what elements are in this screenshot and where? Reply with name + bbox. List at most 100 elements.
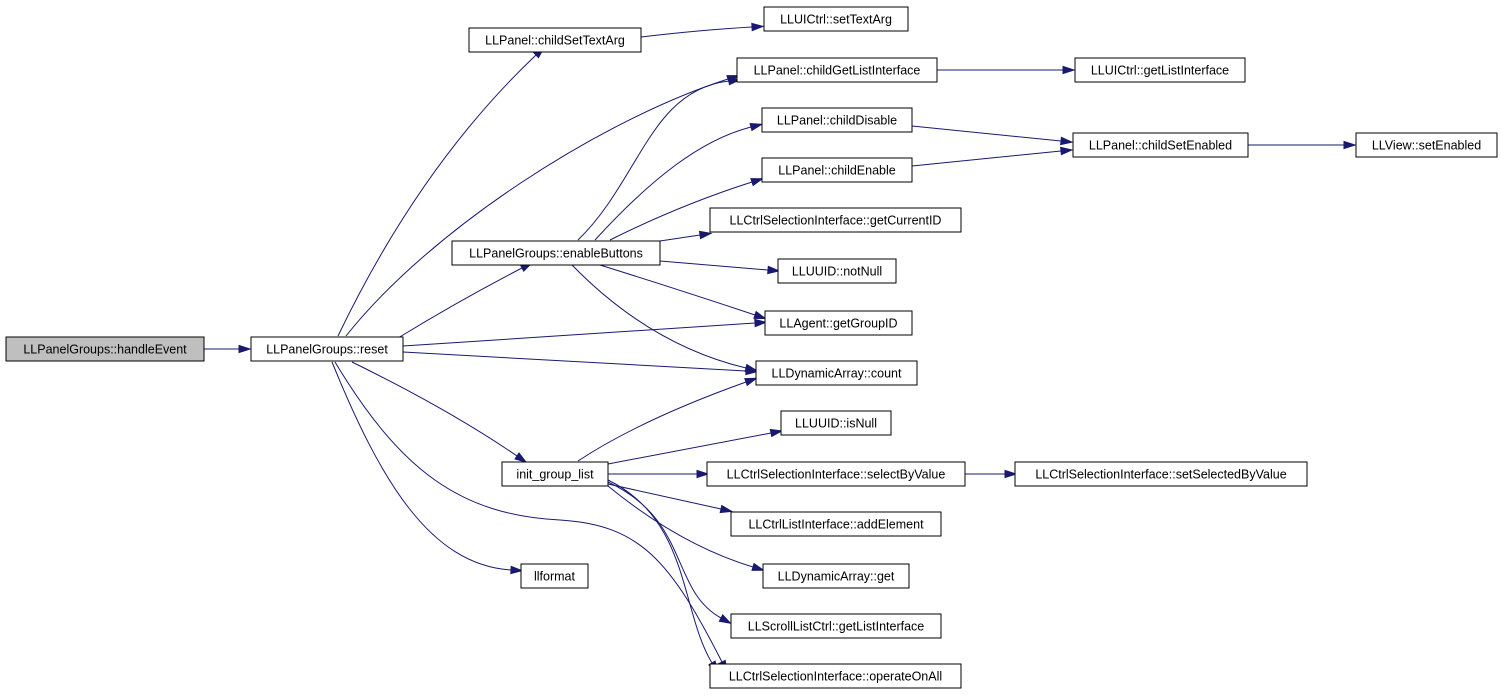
arrow-head-icon [751,562,766,571]
nodes-layer: LLPanelGroups::handleEvent LLPanelGroups:… [5,6,1498,689]
edge-line [609,181,753,241]
node-box[interactable] [250,336,404,362]
edge-line [331,361,512,571]
node-childGetListInterface[interactable]: LLPanel::childGetListInterface [736,57,938,83]
arrow-head-icon [514,452,528,464]
arrow-head-icon [1060,146,1074,156]
node-label: LLScrollListCtrl::getListInterface [748,620,925,634]
node-box[interactable] [780,410,892,436]
node-getGroupID[interactable]: LLAgent::getGroupID [764,310,913,336]
node-label: LLPanel::childGetListInterface [754,64,921,78]
edge-childGetListInterface-to-getListInterfaceUI [937,65,1076,75]
arrow-head-icon [1004,469,1018,479]
node-initGroupList[interactable]: init_group_list [501,461,609,487]
node-box[interactable] [501,461,609,487]
node-setEnabled[interactable]: LLView::setEnabled [1355,132,1498,158]
edge-childEnable-to-childSetEnabled [911,146,1074,167]
edge-handleEvent-to-reset [204,344,252,354]
edge-reset-to-childSetTextArg [337,46,546,337]
edge-enableButtons-to-childGetListInterface [577,76,742,241]
edge-line [577,80,730,241]
edge-childDisable-to-childSetEnabled [911,125,1074,146]
node-box[interactable] [520,563,589,589]
node-childSetTextArg[interactable]: LLPanel::childSetTextArg [468,27,642,53]
node-box[interactable] [709,207,962,233]
node-operateOnAll[interactable]: LLCtrlSelectionInterface::operateOnAll [709,663,962,689]
node-label: LLPanel::childSetEnabled [1089,139,1232,153]
node-box[interactable] [730,511,942,537]
node-box[interactable] [451,240,661,266]
node-box[interactable] [1355,132,1498,158]
edge-line [607,485,754,568]
node-box[interactable] [761,157,913,183]
node-box[interactable] [777,258,897,284]
node-childDisable[interactable]: LLPanel::childDisable [761,107,913,133]
node-box[interactable] [468,27,642,53]
edge-line [345,78,729,337]
node-box[interactable] [761,107,913,133]
node-label: LLDynamicArray::count [772,367,902,381]
arrow-head-icon [767,265,781,275]
edge-line [334,361,723,663]
edge-reset-to-initGroupList [351,361,528,464]
node-count[interactable]: LLDynamicArray::count [755,360,918,386]
arrow-head-icon [719,504,734,514]
node-label: LLAgent::getGroupID [779,317,897,331]
node-enableButtons[interactable]: LLPanelGroups::enableButtons [451,240,661,266]
node-box[interactable] [730,613,942,639]
edge-initGroupList-to-count [577,377,758,462]
node-box[interactable] [736,57,938,83]
node-label: LLPanel::childSetTextArg [485,34,625,48]
arrow-head-icon [751,22,765,32]
node-get[interactable]: LLDynamicArray::get [762,563,910,589]
node-setTextArg[interactable]: LLUICtrl::setTextArg [763,6,909,32]
node-getListInterfaceScroll[interactable]: LLScrollListCtrl::getListInterface [730,613,942,639]
node-box[interactable] [1014,461,1308,487]
node-box[interactable] [706,461,966,487]
arrow-head-icon [750,178,765,187]
node-getCurrentID[interactable]: LLCtrlSelectionInterface::getCurrentID [709,207,962,233]
node-box[interactable] [763,6,909,32]
node-addElement[interactable]: LLCtrlListInterface::addElement [730,511,942,537]
node-childEnable[interactable]: LLPanel::childEnable [761,157,913,183]
node-label: LLCtrlListInterface::addElement [748,518,924,532]
edge-reset-to-enableButtons [397,262,534,339]
node-label: LLPanel::childEnable [778,164,895,178]
node-llformat[interactable]: llformat [520,563,589,589]
arrow-head-icon [1343,140,1357,150]
arrow-head-icon [753,310,767,320]
arrow-head-icon [238,344,252,354]
node-setSelectedByValue[interactable]: LLCtrlSelectionInterface::setSelectedByV… [1014,461,1308,487]
arrow-head-icon [1062,65,1076,75]
arrow-head-icon [718,613,732,625]
edge-initGroupList-to-get [607,485,766,571]
node-notNull[interactable]: LLUUID::notNull [777,258,897,284]
node-box[interactable] [5,336,205,362]
arrow-head-icon [728,76,742,86]
arrow-head-icon [696,469,710,479]
edge-childSetTextArg-to-setTextArg [640,22,765,38]
edge-initGroupList-to-addElement [607,483,734,514]
node-selectByValue[interactable]: LLCtrlSelectionInterface::selectByValue [706,461,966,487]
node-getListInterfaceUI[interactable]: LLUICtrl::getListInterface [1074,57,1246,83]
node-isNull[interactable]: LLUUID::isNull [780,410,892,436]
node-label: LLPanelGroups::reset [266,343,388,357]
edge-line [607,479,713,664]
node-childSetEnabled[interactable]: LLPanel::childSetEnabled [1072,132,1249,158]
node-box[interactable] [1072,132,1249,158]
node-box[interactable] [764,310,913,336]
edge-line [599,264,756,316]
edge-enableButtons-to-getCurrentID [659,230,713,242]
node-handleEvent[interactable]: LLPanelGroups::handleEvent [5,336,205,362]
edge-enableButtons-to-childEnable [609,178,765,241]
node-box[interactable] [709,663,962,689]
node-box[interactable] [755,360,918,386]
edge-line [659,234,701,242]
node-box[interactable] [762,563,910,589]
edge-enableButtons-to-childDisable [594,122,764,241]
node-reset[interactable]: LLPanelGroups::reset [250,336,404,362]
node-box[interactable] [1074,57,1246,83]
arrow-head-icon [1060,136,1074,146]
edge-line [594,126,752,241]
